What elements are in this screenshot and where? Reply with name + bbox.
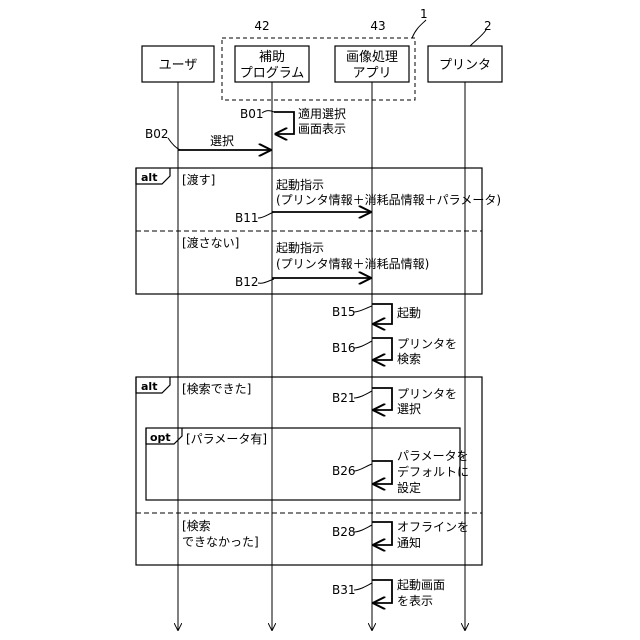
- system-ref: 1: [420, 7, 428, 21]
- opt-tag: opt: [150, 431, 171, 444]
- alt2-guard2-line1: [検索: [182, 519, 211, 533]
- b21-leader: [354, 391, 372, 398]
- b01-ref: B01: [240, 107, 264, 121]
- b26-leader: [354, 464, 372, 471]
- b26-text-line3: 設定: [397, 480, 421, 495]
- alt1-tag: alt: [141, 171, 157, 184]
- aux-ref: 42: [254, 19, 269, 33]
- b15-leader: [354, 306, 372, 312]
- alt1-guard1: [渡す]: [182, 172, 215, 187]
- b31-leader: [354, 583, 372, 590]
- b16-ref: B16: [332, 341, 356, 355]
- b31-ref: B31: [332, 583, 356, 597]
- b21-text-line1: プリンタを: [397, 387, 457, 401]
- b21-text-line2: 選択: [397, 402, 421, 416]
- b11-text-line1: 起動指示: [276, 177, 324, 192]
- b28-self-arrow: [372, 522, 392, 545]
- b28-ref: B28: [332, 525, 356, 539]
- b28-text-line2: 通知: [397, 536, 421, 550]
- participant-aux-label-line1: 補助: [259, 50, 285, 65]
- b15-text: 起動: [397, 306, 421, 320]
- alt2-tag: alt: [141, 380, 157, 393]
- b26-text-line1: パラメータを: [397, 449, 469, 463]
- b21-ref: B21: [332, 391, 356, 405]
- img-ref: 43: [370, 19, 385, 33]
- b16-text-line2: 検索: [397, 352, 421, 366]
- b01-text-line2: 画面表示: [298, 122, 346, 136]
- b16-leader: [354, 341, 372, 348]
- b11-text-line2: (プリンタ情報＋消耗品情報＋パラメータ): [276, 193, 501, 207]
- participant-printer-label: プリンタ: [439, 58, 491, 73]
- b12-ref: B12: [235, 275, 259, 289]
- b28-leader: [354, 525, 372, 532]
- b15-self-arrow: [372, 304, 392, 324]
- b12-text-line1: 起動指示: [276, 240, 324, 255]
- alt2-guard2-line2: できなかった]: [182, 535, 259, 549]
- b11-ref: B11: [235, 211, 259, 225]
- b02-ref: B02: [145, 127, 169, 141]
- b31-text-line1: 起動画面: [397, 578, 445, 592]
- b21-self-arrow: [372, 388, 392, 410]
- b15-ref: B15: [332, 305, 356, 319]
- printer-ref: 2: [484, 19, 492, 33]
- b12-text-line2: (プリンタ情報＋消耗品情報): [276, 257, 429, 271]
- participant-user-label: ユーザ: [159, 58, 198, 73]
- participant-img-label-line2: アプリ: [352, 66, 391, 81]
- b28-text-line1: オフラインを: [397, 520, 469, 534]
- alt2-guard1: [検索できた]: [182, 382, 251, 396]
- participant-img-label-line1: 画像処理: [346, 50, 398, 65]
- system-ref-leader: [412, 20, 426, 38]
- b31-text-line2: を表示: [397, 594, 433, 608]
- b16-self-arrow: [372, 338, 392, 360]
- alt1-guard2: [渡さない]: [182, 235, 239, 250]
- participant-aux-label-line2: プログラム: [240, 66, 305, 81]
- b31-self-arrow: [372, 580, 392, 603]
- b16-text-line1: プリンタを: [397, 337, 457, 351]
- b01-self-arrow: [274, 112, 294, 134]
- b26-text-line2: デフォルトに: [397, 464, 469, 479]
- b01-text-line1: 適用選択: [298, 106, 346, 121]
- b26-self-arrow: [372, 461, 392, 484]
- b26-ref: B26: [332, 464, 356, 478]
- b02-text: 選択: [210, 134, 234, 148]
- opt-guard: [パラメータ有]: [186, 432, 267, 446]
